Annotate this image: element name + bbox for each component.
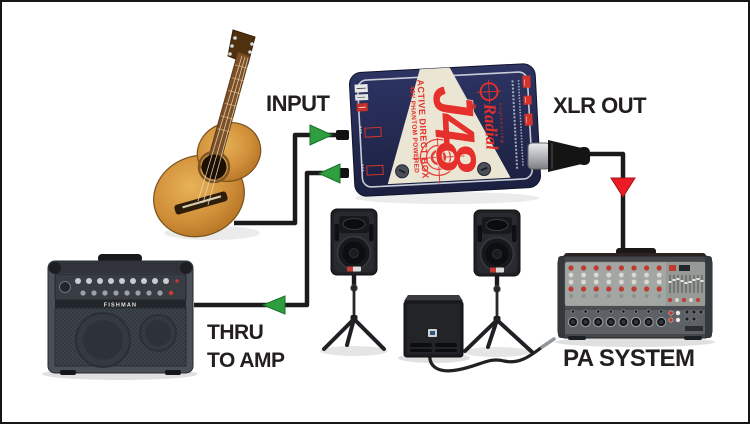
j48-edge-labels	[354, 75, 533, 176]
radial-brand-text: Radial	[480, 102, 501, 150]
input-label-text: INPUT	[266, 91, 330, 116]
right-speaker-illustration	[463, 209, 534, 354]
thru-label-line1: THRU	[207, 321, 264, 344]
pa-mixer-illustration	[557, 248, 713, 340]
guitar-amp-illustration: FISHMAN	[47, 254, 194, 375]
xlr-arrow-icon	[610, 177, 636, 198]
pa-system-label-text: PA SYSTEM	[563, 345, 695, 372]
speaker-horn	[342, 218, 366, 230]
j48-type-text-2: 48V PHANTOM POWERED	[408, 86, 420, 173]
thru-arrow-icon-2	[261, 295, 286, 315]
guitar-illustration	[153, 29, 262, 238]
mixer-xlr-inputs	[567, 309, 667, 328]
thru-to-amp-label: THRU TO AMP	[207, 319, 285, 375]
mixer-channel-knobs	[568, 265, 662, 298]
thru-arrow-icon	[317, 163, 341, 184]
speaker-stand	[463, 276, 534, 354]
sub-cable	[428, 345, 543, 373]
input-label: INPUT	[266, 90, 330, 119]
amp-brand-text: FISHMAN	[104, 303, 137, 309]
screw-icon	[477, 162, 492, 177]
xlr-cable	[580, 151, 626, 255]
mixer-output-jacks	[668, 309, 704, 331]
radial-crosshair-icon	[477, 79, 502, 104]
xlr-out-label: XLR OUT	[553, 92, 647, 121]
xlr-out-label-text: XLR OUT	[553, 93, 647, 118]
j48-beam-graphic	[387, 67, 511, 185]
radial-brand-sub-text: engineering	[498, 103, 505, 144]
radial-logo: Radial engineering	[477, 79, 505, 151]
subwoofer-illustration	[403, 295, 464, 358]
j48-model-text: J48	[421, 84, 489, 175]
j48-spec-text-lines	[511, 80, 524, 171]
input-plug	[336, 130, 349, 140]
thru-label-line2: TO AMP	[207, 349, 285, 372]
amp-control-panel	[54, 273, 187, 301]
input-arrow-icon	[309, 124, 334, 146]
flow-arrows	[261, 124, 636, 315]
speaker-horn	[485, 219, 509, 231]
screw-icon	[395, 164, 410, 179]
left-speaker-illustration	[322, 208, 386, 351]
xlr-connector	[527, 140, 590, 172]
speaker-stand	[322, 275, 386, 351]
pa-system-label: PA SYSTEM	[563, 343, 695, 374]
target-crosshair-icon	[412, 131, 465, 184]
j48-di-box: J48 ACTIVE DIRECT BOX 48V PHANTOM POWERE…	[348, 63, 542, 197]
sub-cable-plug	[540, 337, 556, 349]
